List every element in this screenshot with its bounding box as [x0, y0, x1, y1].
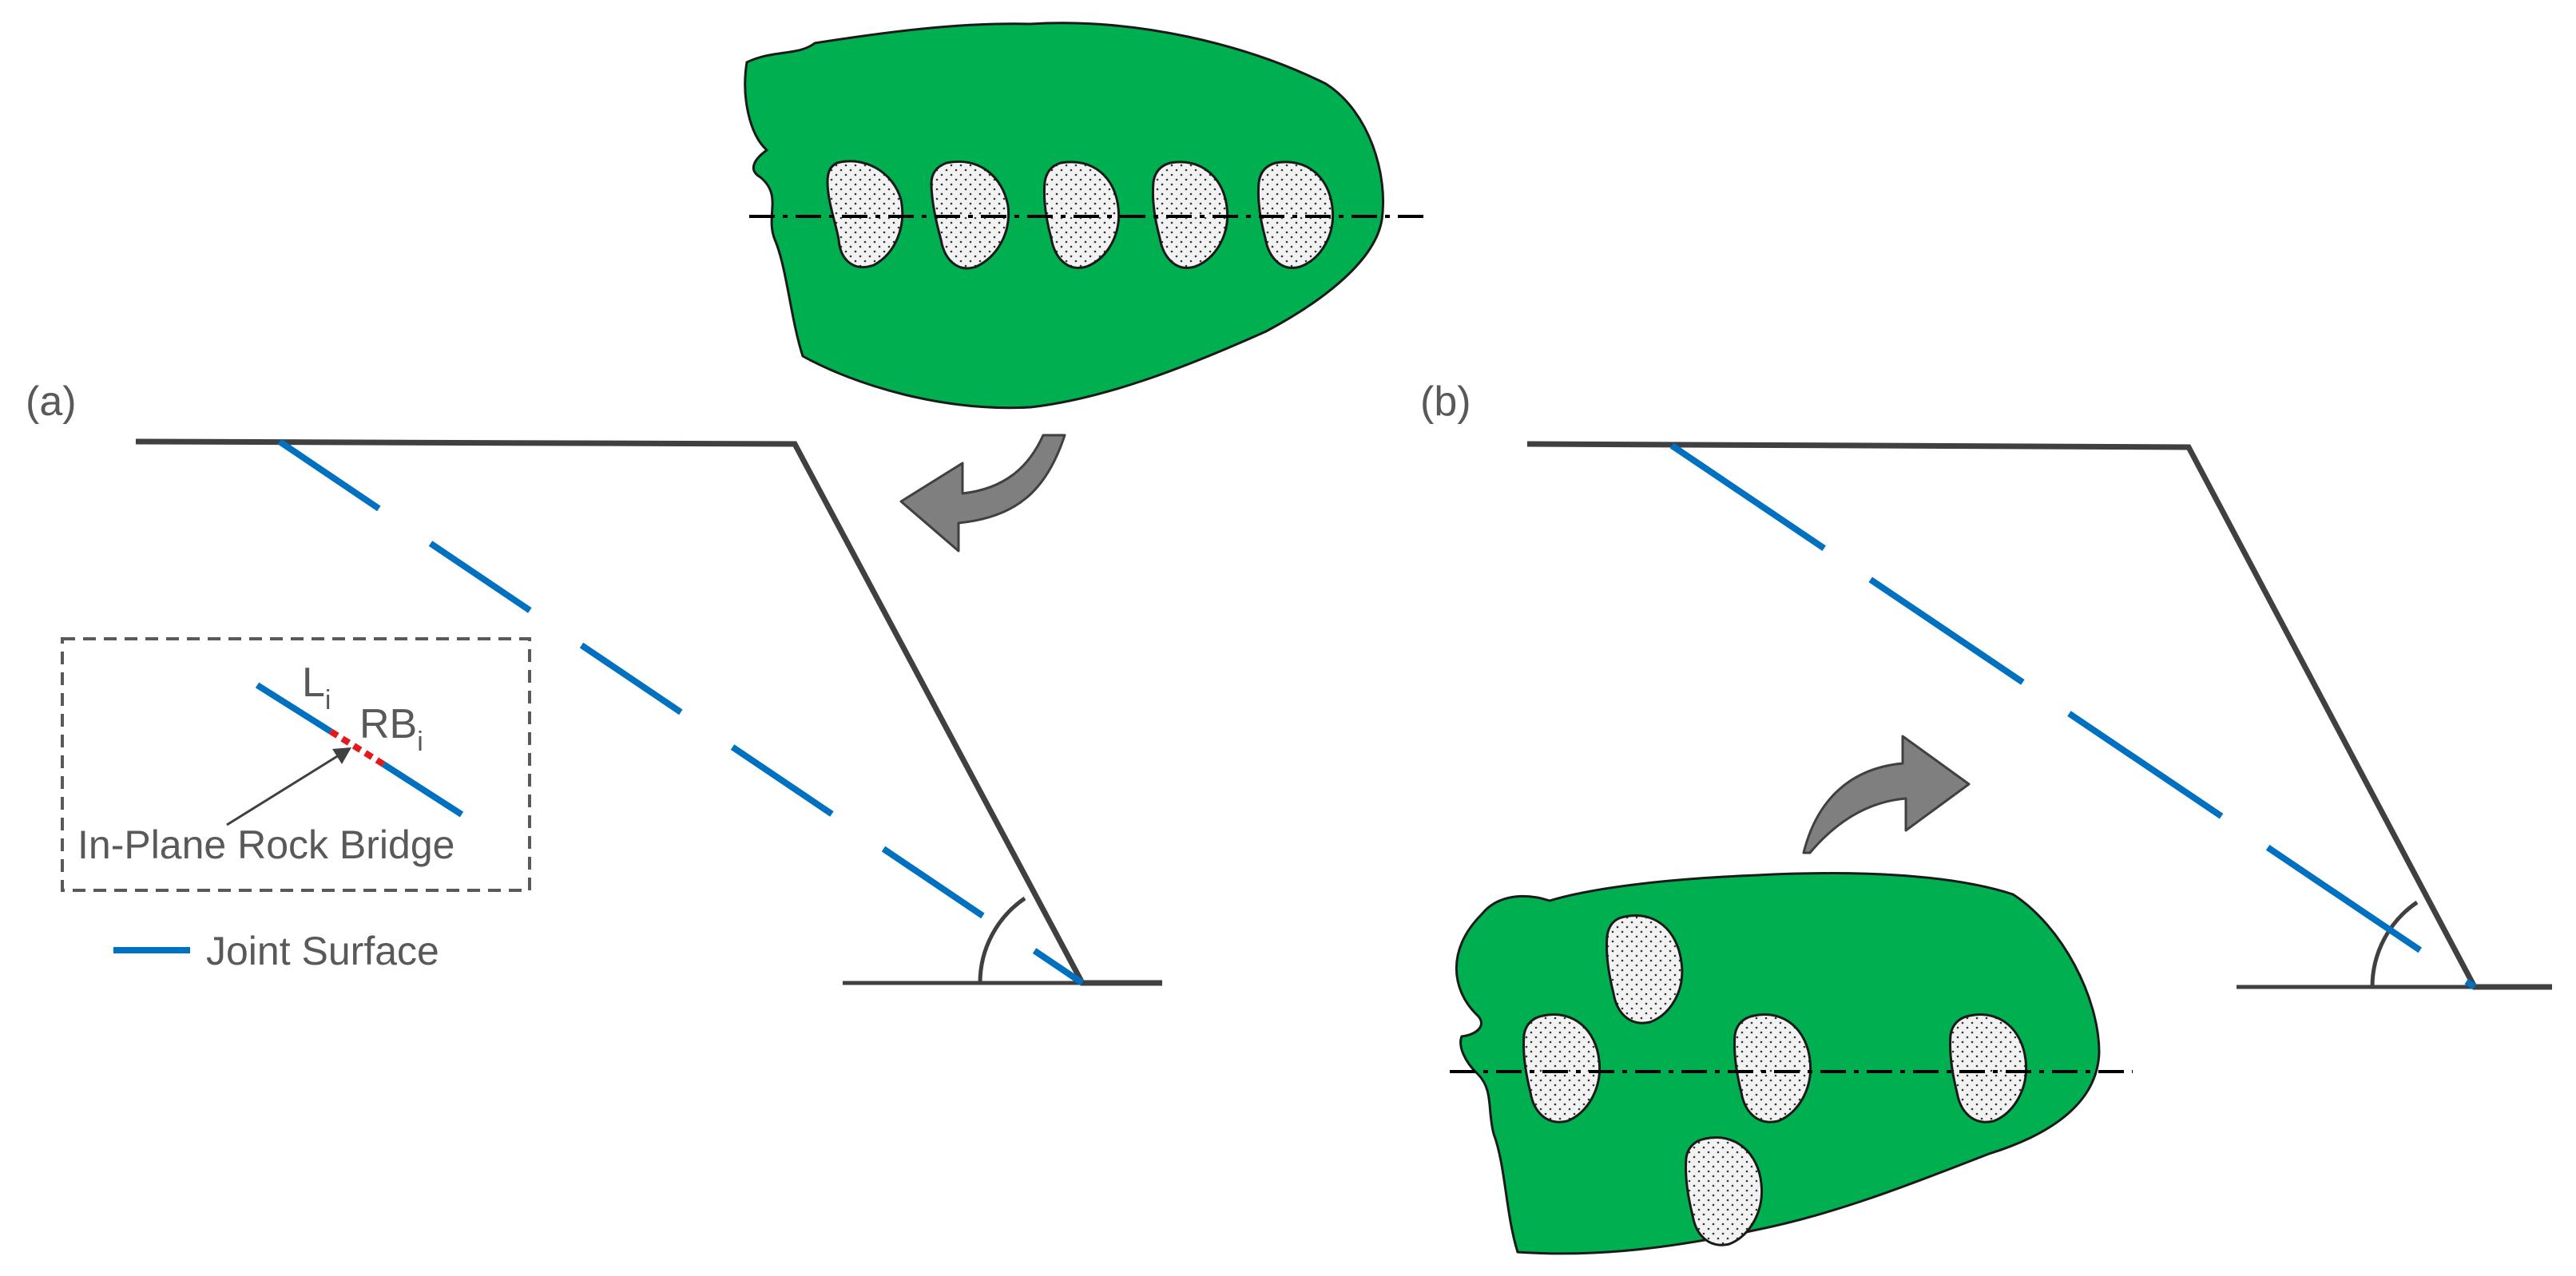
panel-a-slope-angle-arc — [978, 896, 1026, 984]
panel-b-joint-surface — [1669, 442, 2477, 990]
inset-joint-segment-upper — [255, 682, 333, 735]
panel-b-label: (b) — [1420, 378, 1471, 425]
panel-b: (b) — [1420, 378, 2552, 1255]
panel-a-label: (a) — [26, 378, 77, 425]
inset-border — [61, 637, 531, 892]
panel-b-curved-arrow-icon — [1802, 735, 1971, 854]
panel-a-curved-arrow-icon — [899, 434, 1066, 553]
inset-joint-length-label: Li — [302, 660, 331, 715]
panel-b-rock-bridge-patch-4 — [1949, 1013, 2028, 1123]
panel-a-rock-mass-icon — [744, 22, 1430, 410]
panel-b-rock-mass-icon — [1450, 872, 2133, 1255]
panel-b-rock-bridge-patch-2 — [1522, 1013, 1602, 1123]
panel-a-joint-surface — [277, 438, 1085, 986]
inset-rock-bridge-box: Li RBi In-Plane Rock Bridge — [61, 637, 531, 892]
panel-b-rock-bridge-patch-5 — [1685, 1136, 1764, 1246]
legend: Joint Surface — [113, 929, 439, 973]
panel-b-rock-bridge-patch-1 — [1606, 914, 1684, 1024]
panel-b-slope-profile — [1526, 441, 2552, 990]
panel-a-slope-profile — [135, 438, 1162, 986]
panel-a: (a) Li RBi In-Plane Rock Bridge Join — [26, 22, 1430, 986]
inset-caption: In-Plane Rock Bridge — [77, 822, 454, 867]
legend-joint-surface-label: Joint Surface — [206, 929, 439, 973]
inset-joint-segment-lower — [381, 761, 464, 818]
inset-pointer-arrowhead — [332, 747, 351, 764]
panel-a-rock-bridge-patch-1 — [826, 160, 904, 268]
inset-rock-bridge-label: RBi — [359, 701, 423, 757]
panel-b-slope-angle-arc — [2370, 900, 2419, 988]
inset-pointer-line — [226, 754, 339, 826]
panel-b-rock-bridge-patch-3 — [1733, 1013, 1812, 1123]
inset-rock-bridge-segment — [328, 728, 386, 767]
